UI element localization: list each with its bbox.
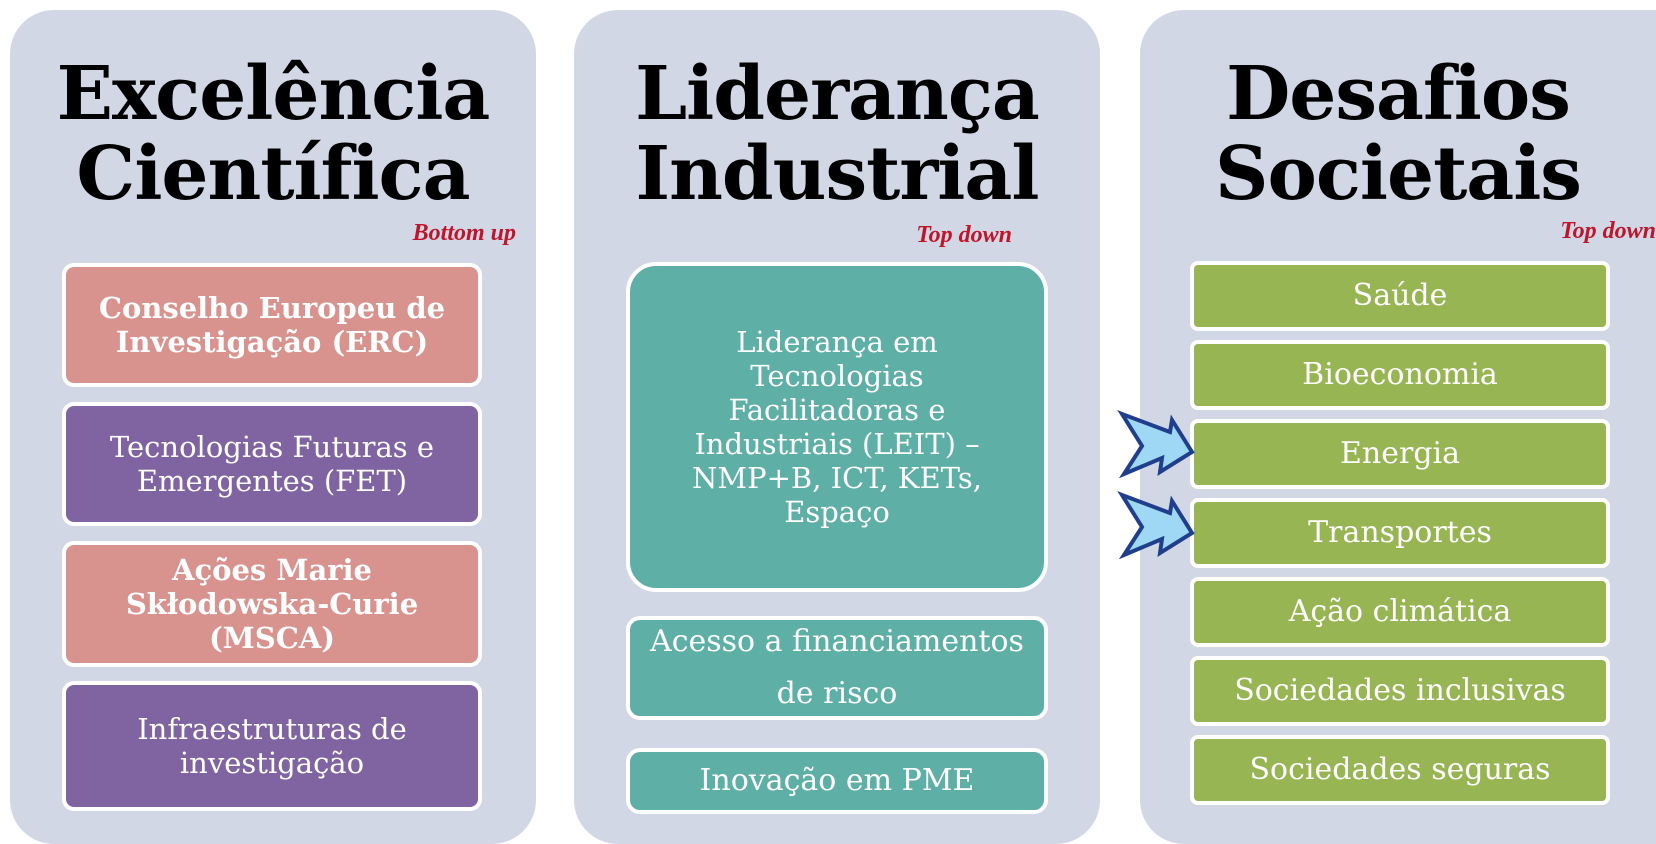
box-label: Liderança em <box>736 325 938 359</box>
box-label: Ação climática <box>1288 594 1512 629</box>
column-lideranca-industrial: Liderança Industrial Top down Liderança … <box>574 10 1100 844</box>
transportes-box: Transportes <box>1190 498 1610 568</box>
box-label: Facilitadoras e <box>728 393 946 427</box>
infraestruturas-box: Infraestruturas de investigação <box>62 681 482 811</box>
column-title-line: Excelência <box>56 51 491 137</box>
energia-box: Energia <box>1190 419 1610 489</box>
leit-box: Liderança em Tecnologias Facilitadoras e… <box>626 262 1048 592</box>
box-label: Bioeconomia <box>1302 357 1498 392</box>
column-excelencia-cientifica: Excelência Científica Bottom up Conselho… <box>10 10 536 844</box>
column-title-line: Científica <box>76 131 470 217</box>
erc-box: Conselho Europeu de Investigação (ERC) <box>62 263 482 387</box>
box-label: investigação <box>179 746 365 780</box>
approach-tag: Top down <box>916 222 1012 248</box>
box-label: Tecnologias <box>750 359 924 393</box>
msca-box: Ações Marie Skłodowska-Curie (MSCA) <box>62 541 482 667</box>
arrow-pointer-icon <box>1117 491 1195 559</box>
box-label: Transportes <box>1308 515 1492 550</box>
column-title: Excelência Científica <box>10 54 536 214</box>
fet-box: Tecnologias Futuras e Emergentes (FET) <box>62 402 482 526</box>
acao-climatica-box: Ação climática <box>1190 577 1610 647</box>
column-title-line: Societais <box>1215 131 1582 217</box>
box-label: Ações Marie <box>171 553 372 587</box>
inovacao-pme-box: Inovação em PME <box>626 748 1048 814</box>
box-label: Investigação (ERC) <box>115 325 429 359</box>
box-label: Energia <box>1340 436 1460 471</box>
bioeconomia-box: Bioeconomia <box>1190 340 1610 410</box>
box-label: Saúde <box>1352 278 1448 313</box>
box-label: (MSCA) <box>208 621 336 655</box>
box-label: Inovação em PME <box>699 763 975 798</box>
box-label: NMP+B, ICT, KETs, <box>692 461 982 495</box>
approach-tag: Top down <box>1560 218 1656 244</box>
sociedades-inclusivas-box: Sociedades inclusivas <box>1190 656 1610 726</box>
box-label: Conselho Europeu de <box>98 291 446 325</box>
financiamentos-box: Acesso a financiamentos de risco <box>626 616 1048 720</box>
column-title-line: Liderança <box>635 51 1040 137</box>
column-title-line: Industrial <box>635 131 1040 217</box>
box-label: Infraestruturas de <box>137 712 407 746</box>
approach-tag: Bottom up <box>412 220 516 246</box>
box-label: Tecnologias Futuras e <box>109 430 435 464</box>
column-title-line: Desafios <box>1226 51 1571 137</box>
column-title: Desafios Societais <box>1140 54 1656 214</box>
box-label: Emergentes (FET) <box>136 464 408 498</box>
saude-box: Saúde <box>1190 261 1610 331</box>
box-label: de risco <box>776 676 898 711</box>
column-desafios-societais: Desafios Societais Top down Saúde Bioeco… <box>1140 10 1656 844</box>
box-label: Sociedades seguras <box>1249 752 1551 787</box>
box-label: Espaço <box>784 495 890 529</box>
box-label: Skłodowska-Curie <box>125 587 419 621</box>
box-label: Industriais (LEIT) – <box>694 427 980 461</box>
box-label: Acesso a financiamentos <box>650 624 1024 659</box>
box-label: Sociedades inclusivas <box>1234 673 1566 708</box>
arrow-pointer-icon <box>1117 410 1195 478</box>
sociedades-seguras-box: Sociedades seguras <box>1190 735 1610 805</box>
column-title: Liderança Industrial <box>574 54 1100 214</box>
